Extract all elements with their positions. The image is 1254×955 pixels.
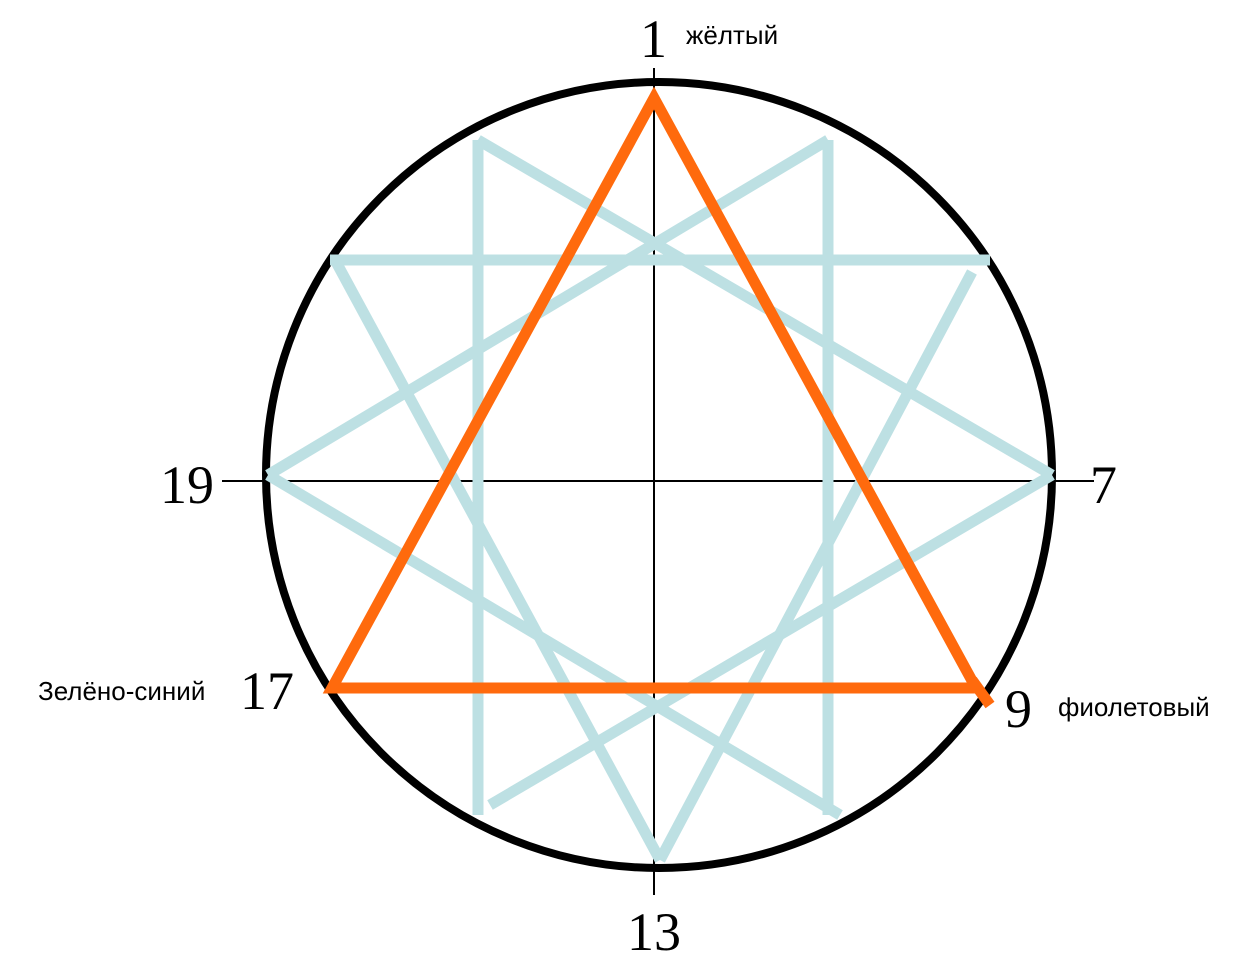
orange-triangle-tail bbox=[967, 676, 995, 709]
label-1: 1 bbox=[640, 9, 667, 69]
label-teal: Зелёно-синий bbox=[38, 676, 205, 706]
label-violet: фиолетовый bbox=[1058, 692, 1210, 722]
label-yellow: жёлтый bbox=[686, 20, 778, 50]
label-9: 9 bbox=[1005, 679, 1032, 739]
label-7: 7 bbox=[1090, 455, 1117, 515]
label-17: 17 bbox=[240, 661, 294, 721]
label-13: 13 bbox=[627, 902, 681, 955]
label-19: 19 bbox=[160, 455, 214, 515]
star-line bbox=[655, 269, 977, 863]
star-line bbox=[265, 470, 843, 820]
orange-triangle bbox=[322, 86, 986, 694]
star-line bbox=[265, 135, 831, 480]
star-line bbox=[330, 257, 665, 863]
outer-circle bbox=[262, 78, 1056, 872]
